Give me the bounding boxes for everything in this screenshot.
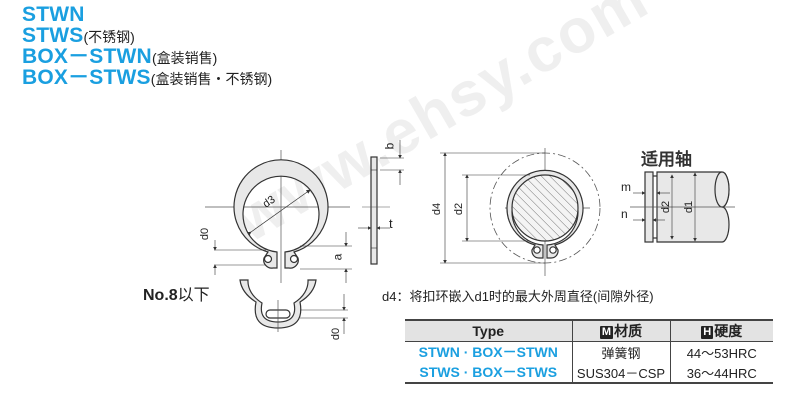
small-ring-title: No.8以下 [143, 281, 210, 305]
title-code: STWN [22, 3, 85, 26]
table-row: STWS · BOX－STWS SUS304－CSP 36～44HRC [405, 362, 773, 384]
label-n: n [621, 207, 628, 221]
small-ring-qualifier: 以下 [177, 287, 210, 304]
title-line-1: STWN [22, 3, 272, 26]
cell-type: STWN · BOX－STWN [405, 341, 573, 362]
label-d4: d4 [431, 202, 444, 216]
cell-type: STWS · BOX－STWS [405, 362, 573, 384]
label-d1: d1 [683, 200, 696, 214]
small-ring-number: No.8 [143, 287, 178, 304]
header-type: Type [405, 319, 573, 342]
title-code: BOX－STWS [22, 66, 151, 89]
cell-material: 弹簧钢 [571, 341, 671, 362]
shaft-drawing [630, 171, 735, 243]
header-hardness-label: 硬度 [714, 323, 743, 339]
cell-hardness: 44～53HRC [669, 341, 773, 362]
label-a: a [330, 253, 345, 261]
title-line-2: STWS(不锈钢) [22, 24, 272, 47]
label-d0-small: d0 [330, 327, 343, 341]
label-d2-shaft: d2 [660, 200, 673, 214]
ring-front-view [205, 150, 352, 283]
label-b: b [382, 142, 397, 150]
label-m: m [621, 180, 631, 194]
small-ring-drawing [239, 279, 348, 334]
title-note: (盒装销售) [151, 50, 218, 66]
title-note: (盒装销售・不锈钢) [150, 71, 273, 87]
label-t: t [389, 216, 393, 231]
table-row: STWN · BOX－STWN 弹簧钢 44～53HRC [405, 341, 773, 362]
d4-note: d4：将扣环嵌入d1时的最大外周直径(间隙外径) [382, 289, 654, 304]
cell-material: SUS304－CSP [571, 362, 671, 384]
cell-hardness: 36～44HRC [669, 362, 773, 384]
product-title: STWN STWS(不锈钢) BOX－STWN(盒装销售) BOX－STWS(盒… [22, 3, 273, 89]
hardness-badge-icon: H [701, 326, 714, 339]
header-material-label: 材质 [614, 323, 643, 339]
shaft-title: 适用轴 [641, 150, 692, 169]
title-line-3: BOX－STWN(盒装销售) [22, 45, 272, 68]
label-d0: d0 [199, 227, 212, 241]
ring-side-view [358, 140, 404, 265]
label-d2-mounted: d2 [453, 202, 466, 216]
title-line-4: BOX－STWS(盒装销售・不锈钢) [22, 66, 273, 89]
ring-mounted-view [440, 148, 601, 276]
material-badge-icon: M [599, 326, 614, 339]
title-code: STWS [22, 24, 84, 47]
title-code: BOX－STWN [22, 45, 152, 68]
title-note: (不锈钢) [83, 29, 135, 45]
